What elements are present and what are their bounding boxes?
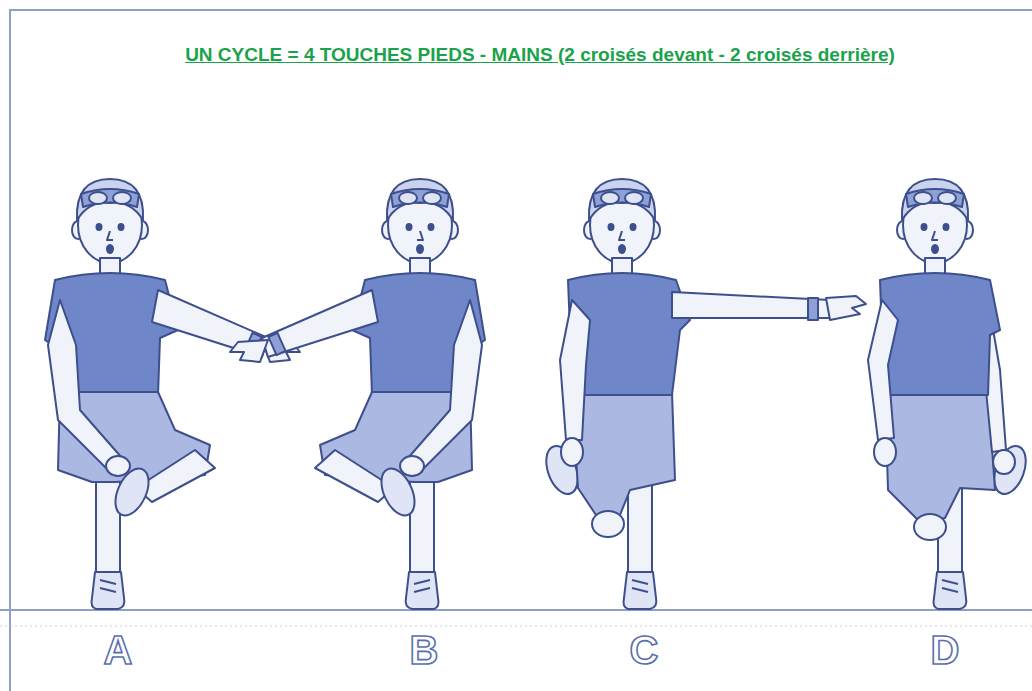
shoe	[934, 572, 967, 609]
wristband	[808, 298, 818, 320]
reaching-arm	[560, 300, 590, 440]
head	[897, 179, 973, 263]
dotted-line	[0, 626, 1032, 627]
pose-letter: A	[104, 630, 133, 670]
hand	[874, 438, 896, 466]
frame	[10, 10, 1032, 691]
pose-letter: B	[410, 630, 439, 670]
figure-c	[540, 179, 866, 609]
shoe	[624, 572, 657, 609]
hand	[826, 296, 866, 320]
head	[584, 179, 660, 263]
hanging-arm	[868, 300, 898, 440]
shorts	[572, 392, 675, 515]
figure-b	[230, 179, 485, 609]
pose-letter: D	[931, 630, 960, 670]
knee	[592, 511, 624, 537]
figure-a	[45, 179, 300, 609]
title: UN CYCLE = 4 TOUCHES PIEDS - MAINS (2 cr…	[185, 44, 895, 66]
standing-leg	[628, 480, 652, 585]
shirt	[880, 273, 1000, 395]
hand	[993, 450, 1015, 474]
knee	[914, 514, 946, 540]
shorts	[885, 392, 995, 520]
figure-d	[868, 179, 1032, 609]
ground-line	[0, 609, 1032, 611]
hand	[561, 438, 583, 466]
extended-arm	[672, 292, 830, 318]
pose-letter: C	[630, 630, 659, 670]
